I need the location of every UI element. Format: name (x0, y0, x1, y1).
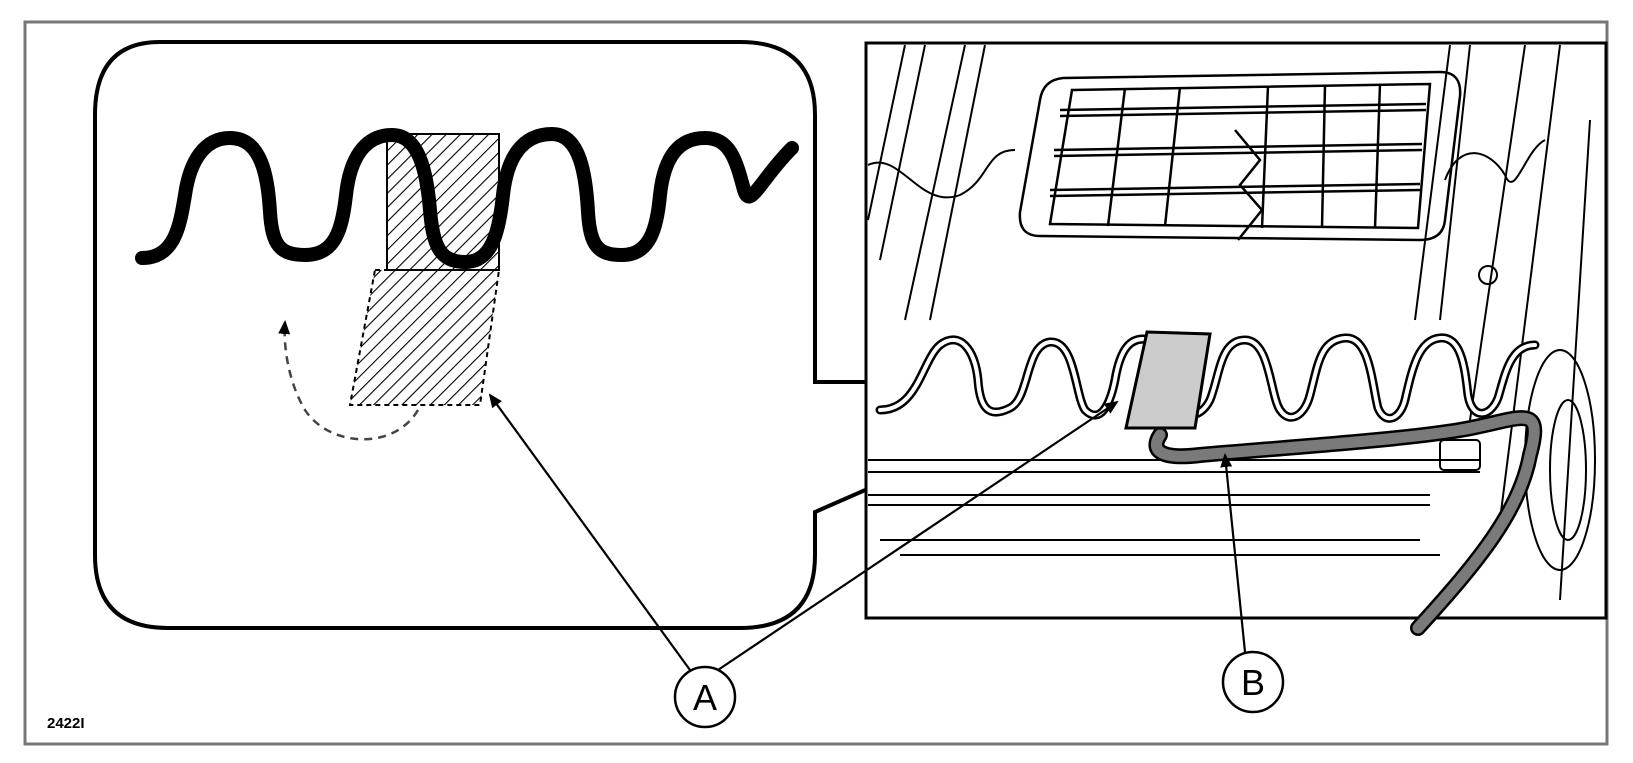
seat-spring (875, 333, 1540, 423)
leader-a-clip (714, 400, 1119, 673)
clip-hatched-initial (348, 269, 501, 406)
callout-a: A (673, 665, 737, 729)
spring-wire-detail (135, 127, 799, 269)
rotation-arrow (278, 320, 420, 441)
callout-a-circle (673, 665, 737, 729)
callout-b-label: B (1241, 662, 1265, 703)
seat-frame-rails (867, 44, 1591, 601)
seat-frame-view (864, 41, 1608, 636)
leader-a-detail (488, 393, 691, 671)
figure-reference: 2422I (47, 715, 85, 732)
callout-leaders (488, 393, 1247, 673)
leader-b-cable (1220, 453, 1247, 653)
upper-spring (867, 139, 1546, 199)
callout-b: B (1221, 650, 1285, 714)
harness-cable-fill (1150, 412, 1540, 634)
detail-inset (93, 40, 1113, 630)
callout-b-circle (1221, 650, 1285, 714)
lumbar-grid (1018, 70, 1462, 242)
spring-clip (1124, 330, 1212, 430)
callout-a-label: A (693, 677, 717, 718)
